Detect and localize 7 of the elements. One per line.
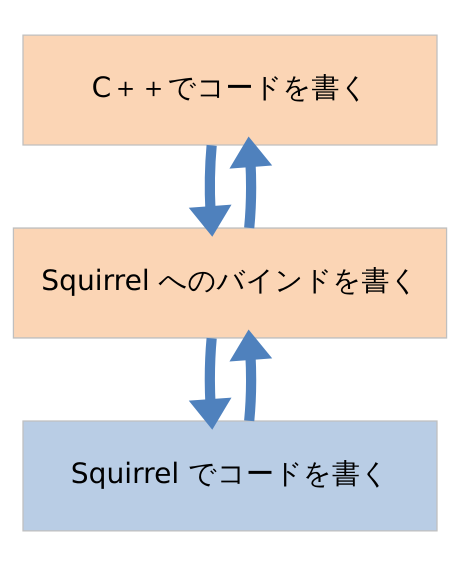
node-box: Squirrel へのバインドを書く — [12, 226, 448, 338]
arrow — [188, 144, 232, 236]
node-box: Squirrel でコードを書く — [22, 420, 438, 532]
node-box: C＋＋でコードを書く — [22, 34, 438, 146]
arrow — [188, 337, 232, 430]
arrow — [229, 136, 272, 228]
arrow — [229, 328, 272, 421]
